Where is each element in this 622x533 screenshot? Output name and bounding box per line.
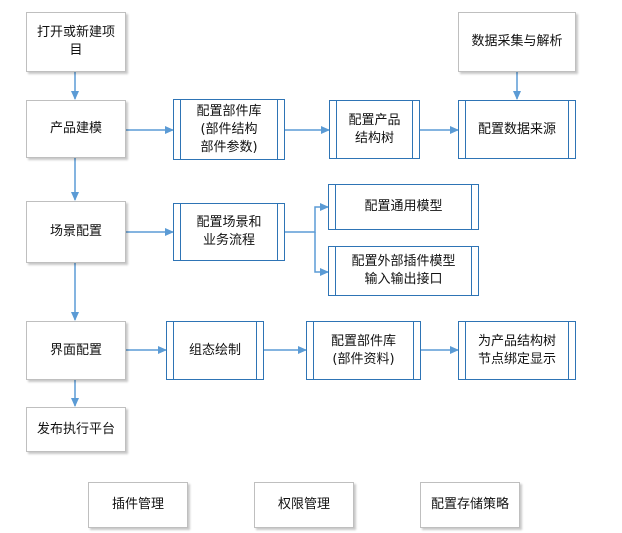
state-draw-node: 组态绘制 (166, 321, 264, 380)
product-model-label: 产品建模 (49, 121, 102, 136)
bind-display-label: 为产品结构树 节点绑定显示 (477, 333, 556, 367)
scene-flow-label: 配置场景和 业务流程 (196, 215, 262, 248)
plugin-model-node: 配置外部插件模型 输入输出接口 (328, 246, 479, 296)
scene-config-node: 场景配置 (26, 201, 126, 263)
product-tree-node: 配置产品 结构树 (329, 100, 420, 159)
state-draw-label: 组态绘制 (188, 342, 241, 358)
general-model-label: 配置通用模型 (364, 199, 443, 214)
data-collect-label: 数据采集与解析 (471, 34, 563, 49)
plugin-model-label: 配置外部插件模型 输入输出接口 (351, 254, 456, 287)
part-library-node: 配置部件库 (部件结构 部件参数) (173, 99, 285, 160)
open-project-label: 打开或新建项 目 (36, 25, 115, 58)
arrow-flow-to-plugin (314, 232, 329, 276)
general-model-node: 配置通用模型 (328, 184, 479, 230)
storage-policy-label: 配置存储策略 (430, 497, 509, 512)
scene-config-label: 场景配置 (49, 224, 102, 239)
scene-flow-node: 配置场景和 业务流程 (173, 203, 285, 261)
plugin-manage-label: 插件管理 (111, 497, 164, 512)
product-tree-label: 配置产品 结构树 (348, 112, 401, 146)
part-library-docs-node: 配置部件库 (部件资料) (306, 321, 421, 380)
permission-manage-node: 权限管理 (254, 482, 354, 528)
publish-platform-node: 发布执行平台 (26, 407, 126, 452)
data-source-node: 配置数据来源 (458, 100, 576, 159)
open-project-node: 打开或新建项 目 (26, 12, 126, 72)
plugin-manage-node: 插件管理 (88, 482, 188, 528)
data-collect-node: 数据采集与解析 (458, 12, 576, 72)
part-library-label: 配置部件库 (部件结构 部件参数) (196, 103, 262, 155)
arrow-flow-to-general (285, 203, 329, 233)
bind-display-node: 为产品结构树 节点绑定显示 (458, 321, 576, 380)
ui-config-label: 界面配置 (49, 342, 102, 358)
permission-manage-label: 权限管理 (277, 497, 330, 512)
part-library-docs-label: 配置部件库 (部件资料) (330, 333, 396, 367)
publish-platform-label: 发布执行平台 (36, 421, 115, 437)
ui-config-node: 界面配置 (26, 321, 126, 380)
data-source-label: 配置数据来源 (477, 121, 556, 137)
storage-policy-node: 配置存储策略 (420, 482, 520, 528)
product-model-node: 产品建模 (26, 100, 126, 158)
